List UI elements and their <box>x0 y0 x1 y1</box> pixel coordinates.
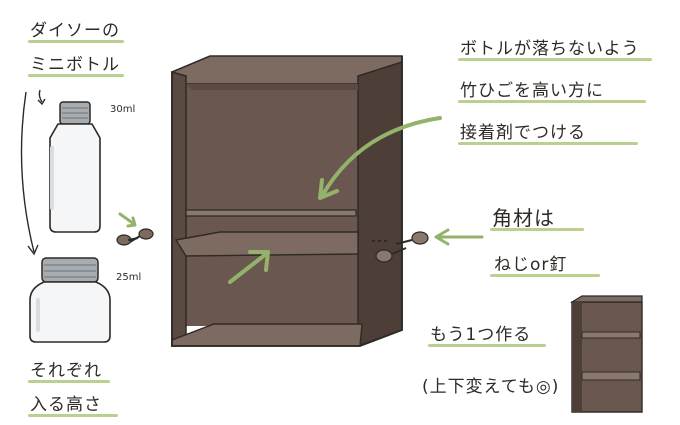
bottle-title-line1: ダイソーの <box>30 21 120 41</box>
lumber-note-line2: ねじor釘 <box>494 255 568 275</box>
underline <box>428 344 546 347</box>
screw-icon <box>375 247 407 263</box>
underline <box>28 74 124 77</box>
short-bottle-size: 25ml <box>116 272 142 283</box>
lumber-note-line1: 角材は <box>492 206 555 230</box>
tall-bottle <box>49 101 101 233</box>
wooden-shelf <box>170 55 403 348</box>
underline <box>490 274 600 277</box>
nail-icon <box>129 228 154 243</box>
bottle-title-line2: ミニボトル <box>30 55 120 75</box>
green-arrow-icon <box>228 252 268 284</box>
underline <box>458 142 638 145</box>
tall-bottle-size: 30ml <box>110 104 136 115</box>
nail-icon <box>395 231 429 245</box>
make-another-line1: もう1つ作る <box>430 325 532 345</box>
underline <box>490 228 584 231</box>
screw-icon <box>116 234 139 246</box>
underline <box>28 40 124 43</box>
underline <box>28 380 110 383</box>
bottle-bottom-line2: 入る高さ <box>30 395 102 415</box>
short-bottle <box>29 257 111 343</box>
small-shelf <box>569 295 643 413</box>
underline <box>28 414 118 417</box>
underline <box>458 100 646 103</box>
ink-arrow-icon <box>20 91 35 253</box>
green-arrow-icon <box>320 116 442 198</box>
underline <box>458 58 652 61</box>
bamboo-note-line3: 接着剤でつける <box>460 123 586 143</box>
bamboo-note-line2: 竹ひごを高い方に <box>460 81 604 101</box>
ink-arrow-icon <box>38 89 43 103</box>
make-another-line2: (上下変えても◎) <box>422 377 560 397</box>
bottle-bottom-line1: それぞれ <box>30 361 102 381</box>
green-arrow-icon <box>118 212 136 226</box>
bamboo-note-line1: ボトルが落ちないよう <box>460 39 640 59</box>
